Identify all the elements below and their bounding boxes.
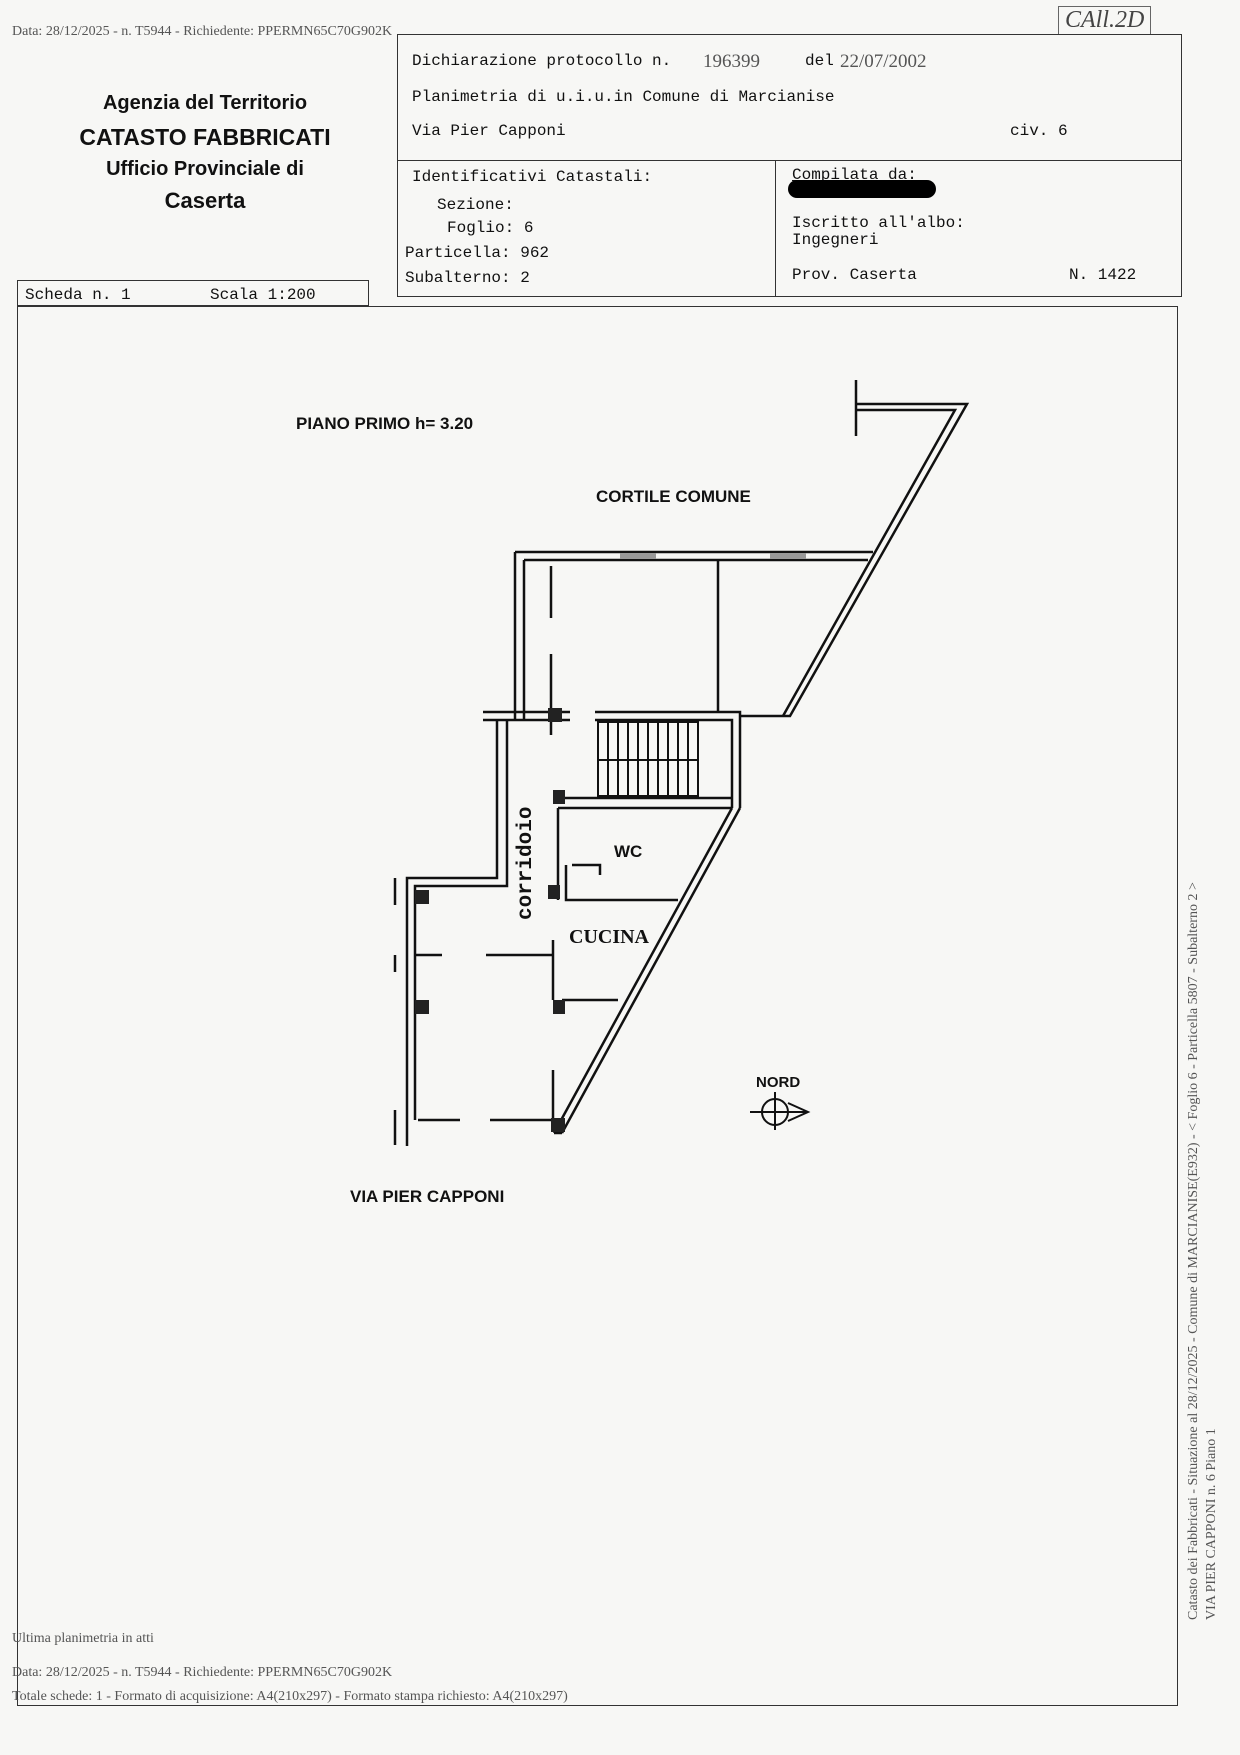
- kitchen-label: CUCINA: [569, 926, 649, 948]
- protocol-date: 22/07/2002: [840, 51, 927, 72]
- compiler-number: N. 1422: [1069, 266, 1137, 284]
- cadastre-title: CATASTO FABBRICATI: [79, 124, 331, 150]
- footer-request: Data: 28/12/2025 - n. T5944 - Richiedent…: [12, 1665, 393, 1680]
- protocol-label: Dichiarazione protocollo n.: [412, 52, 672, 70]
- north-label: NORD: [756, 1074, 801, 1091]
- wc-label: WC: [614, 842, 643, 861]
- compiler-albo: Iscritto all'albo:: [792, 214, 965, 232]
- header-box: [397, 34, 1182, 297]
- date-label: del: [805, 52, 834, 70]
- identifiers-title: Identificativi Catastali:: [412, 168, 653, 186]
- staircase: [597, 721, 699, 797]
- corridor-label: corridoio: [515, 806, 538, 920]
- compiler-province: Prov. Caserta: [792, 266, 917, 284]
- pillars: [415, 708, 565, 1132]
- compiler-profession: Ingegneri: [792, 231, 879, 249]
- identifier-particella: Particella: 962: [405, 244, 550, 262]
- side-info-line2: VIA PIER CAPPONI n. 6 Piano 1: [1204, 1428, 1219, 1620]
- north-arrow-icon: [750, 1092, 811, 1130]
- identifier-sezione: Sezione:: [437, 196, 514, 214]
- sheet-box: [17, 280, 369, 306]
- compiler-title: Compilata da:: [792, 166, 917, 184]
- agency-name: Agenzia del Territorio: [102, 92, 308, 114]
- header-column-divider: [775, 160, 776, 297]
- plan-title: Planimetria di u.i.u.in Comune di Marcia…: [412, 88, 835, 106]
- street-label: VIA PIER CAPPONI: [350, 1187, 505, 1206]
- sheet-number: Scheda n. 1: [25, 286, 131, 304]
- sheet-scale: Scala 1:200: [210, 286, 316, 304]
- civic-number: civ. 6: [1010, 122, 1068, 140]
- header-divider: [397, 160, 1182, 161]
- office-label: Ufficio Provinciale di: [106, 158, 304, 180]
- redaction-bar: [788, 180, 936, 198]
- windows: [620, 553, 806, 559]
- office-province: Caserta: [164, 188, 246, 213]
- identifier-foglio: Foglio: 6: [447, 219, 534, 237]
- street-address: Via Pier Capponi: [412, 122, 566, 140]
- top-stamp: Data: 28/12/2025 - n. T5944 - Richiedent…: [12, 24, 393, 39]
- footer-format: Totale schede: 1 - Formato di acquisizio…: [12, 1689, 568, 1704]
- courtyard-label: CORTILE COMUNE: [596, 487, 751, 506]
- floor-label: PIANO PRIMO h= 3.20: [296, 414, 474, 433]
- footer-last-plan: Ultima planimetria in atti: [12, 1631, 154, 1646]
- identifier-subalterno: Subalterno: 2: [405, 269, 530, 287]
- side-info-line1: Catasto dei Fabbricati - Situazione al 2…: [1186, 882, 1201, 1620]
- drawing-frame: [17, 306, 1178, 1706]
- protocol-number: 196399: [703, 51, 760, 72]
